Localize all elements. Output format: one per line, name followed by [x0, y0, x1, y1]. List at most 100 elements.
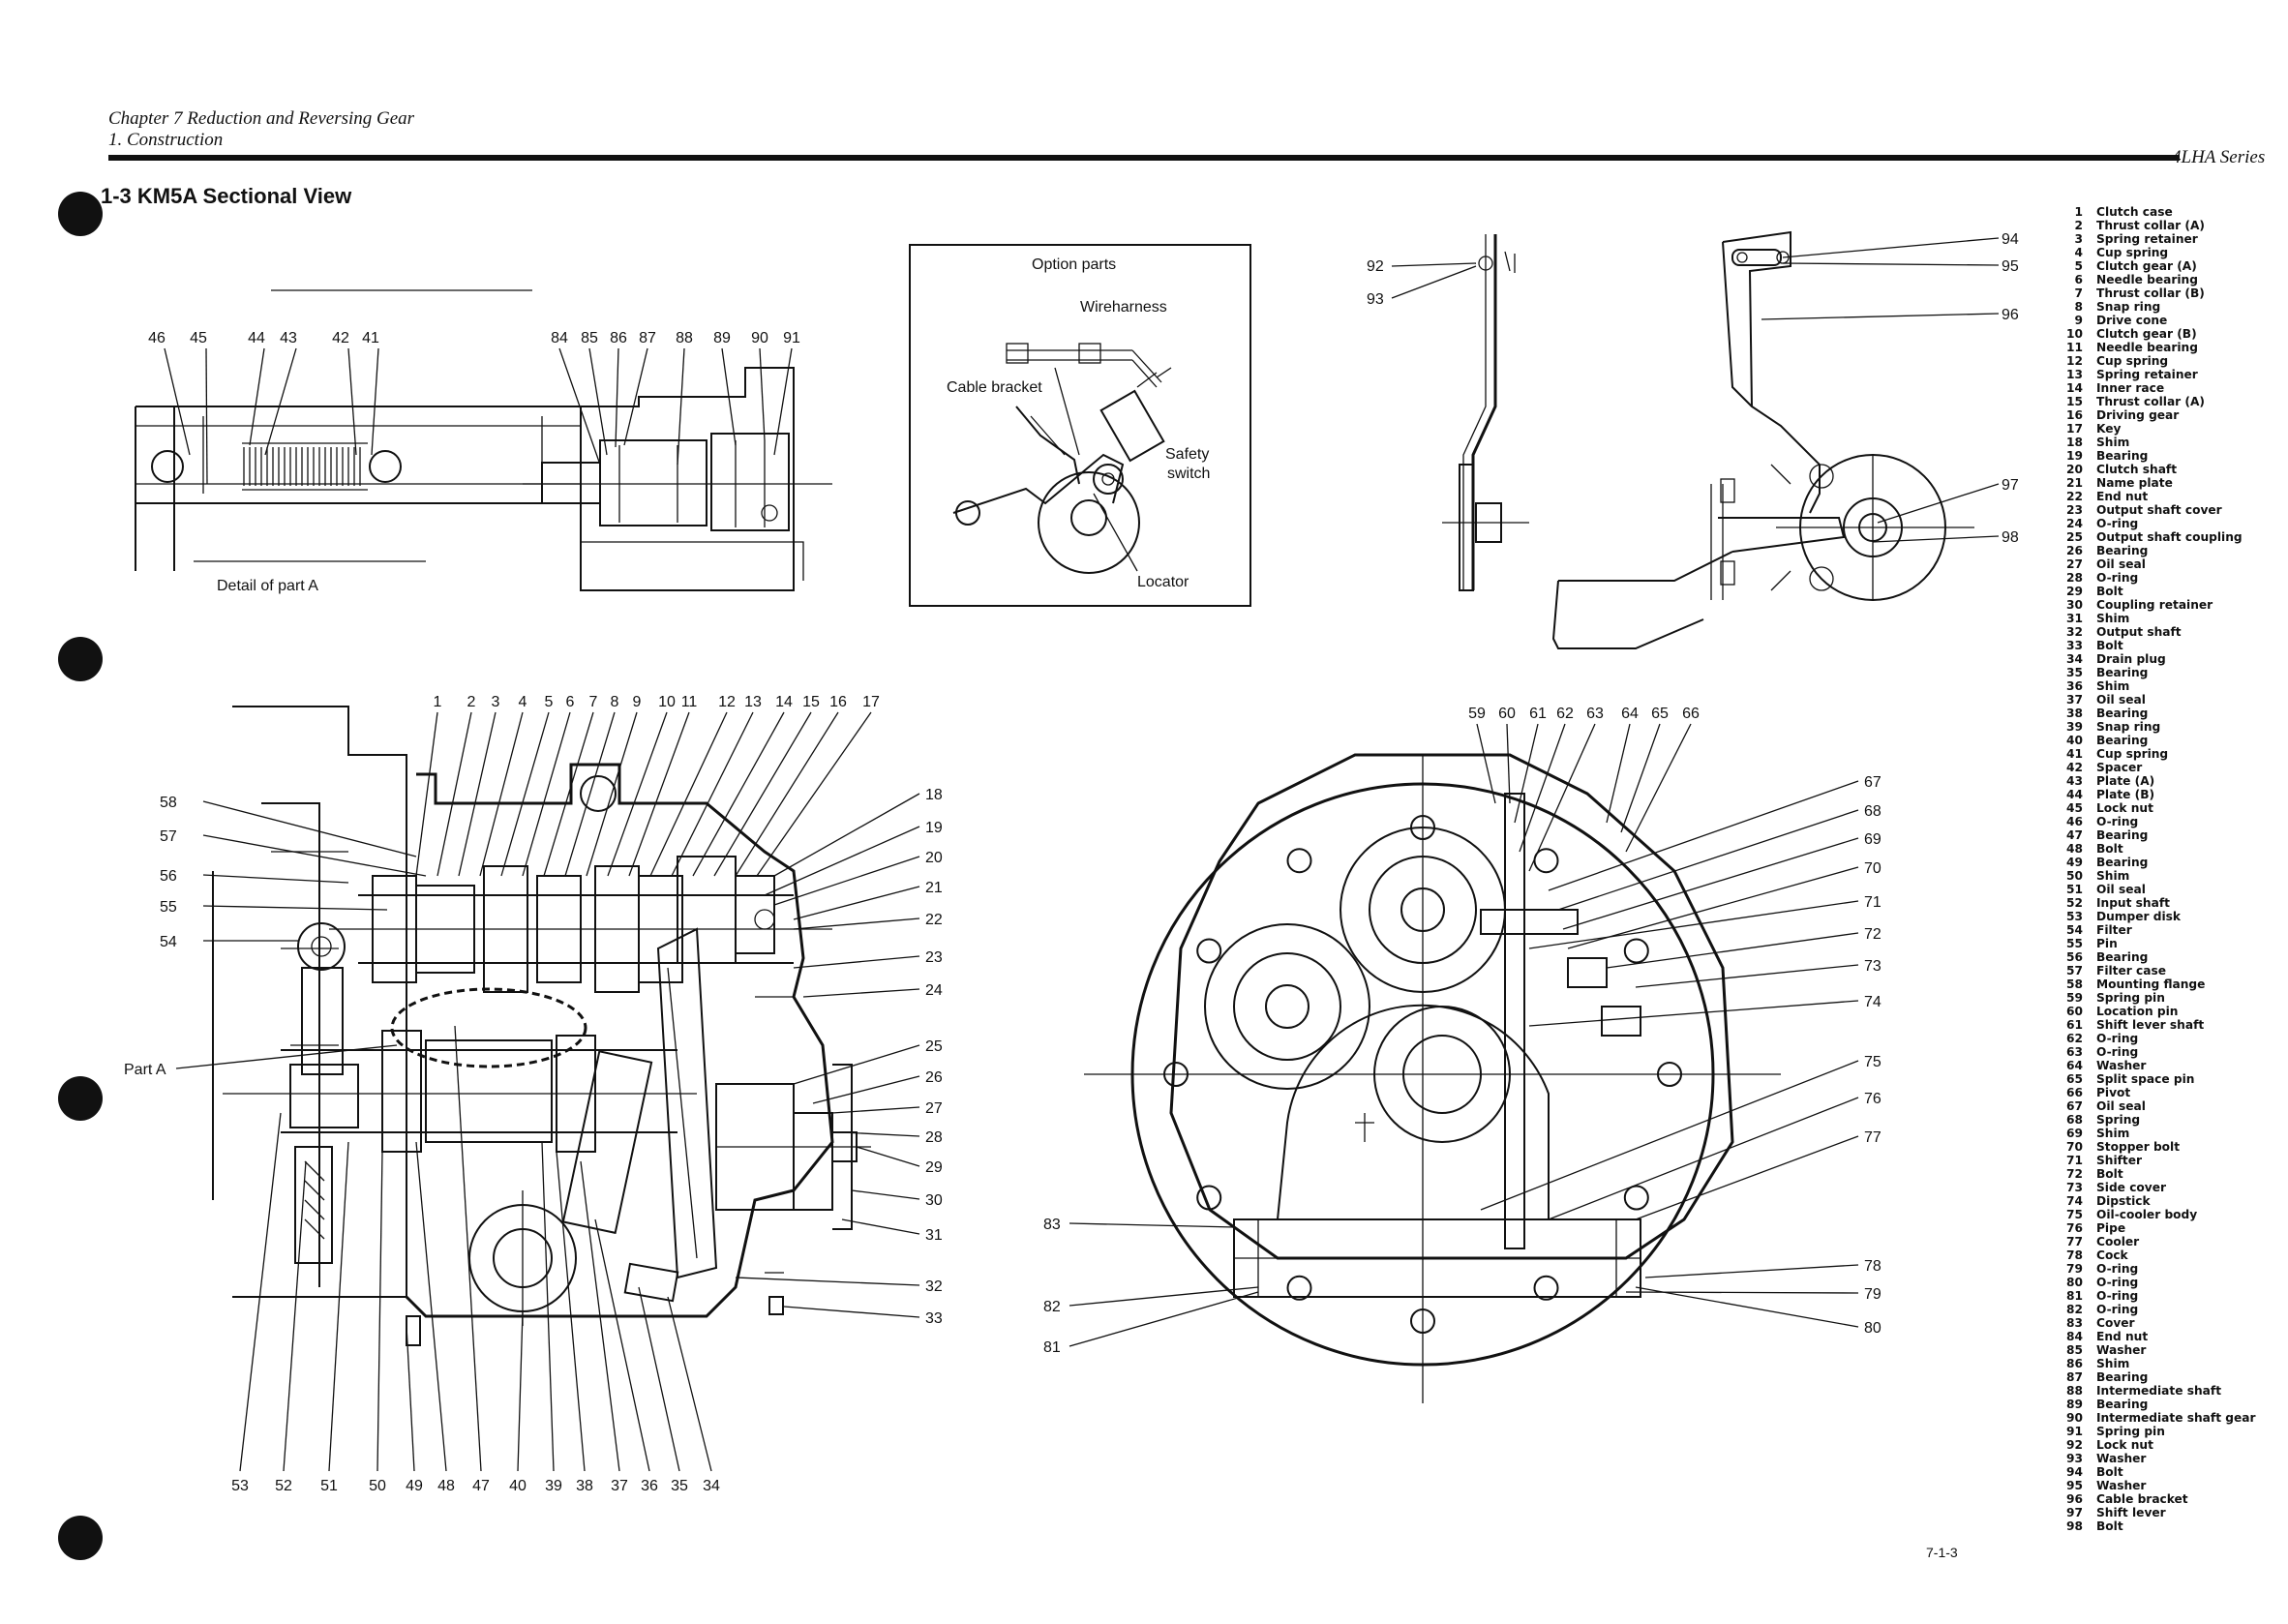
leader-line-33 — [783, 1306, 920, 1318]
leader-line-60 — [1506, 723, 1511, 804]
legend-text: Lock nut — [2096, 1438, 2153, 1452]
legend-number: 1 — [2074, 205, 2083, 219]
callout-34: 34 — [703, 1478, 720, 1494]
legend-text: Bearing — [2096, 734, 2149, 747]
legend-number: 59 — [2066, 991, 2083, 1005]
leader-line-34 — [667, 1296, 712, 1472]
leader-line-83 — [1069, 1222, 1235, 1228]
legend-text: Driving gear — [2096, 408, 2180, 422]
leader-line-74 — [1528, 1000, 1859, 1027]
legend-text: O-ring — [2096, 1303, 2139, 1316]
legend-item: 62 O-ring — [2058, 1032, 2256, 1045]
legend-text: Bolt — [2096, 585, 2123, 598]
leader-line-86 — [615, 347, 619, 448]
legend-text: Washer — [2096, 1059, 2147, 1072]
binder-hole-2 — [58, 637, 103, 681]
legend-text: Output shaft cover — [2096, 503, 2222, 517]
leader-line-9 — [586, 711, 638, 877]
leader-line-78 — [1644, 1264, 1859, 1278]
leader-line-80 — [1635, 1286, 1859, 1328]
legend-text: Filter — [2096, 923, 2132, 937]
legend-text: O-ring — [2096, 1032, 2139, 1045]
leader-line-45 — [205, 347, 208, 485]
leader-line-40 — [517, 1310, 524, 1472]
legend-text: Needle bearing — [2096, 273, 2198, 286]
callout-77: 77 — [1864, 1129, 1882, 1146]
option-parts-title: Option parts — [1032, 256, 1116, 273]
legend-number: 65 — [2066, 1072, 2083, 1086]
callout-30: 30 — [925, 1192, 943, 1209]
legend-number: 25 — [2066, 530, 2083, 544]
section-title: 1-3 KM5A Sectional View — [101, 184, 352, 208]
legend-number: 17 — [2066, 422, 2083, 436]
callout-5: 5 — [545, 694, 554, 710]
callout-27: 27 — [925, 1100, 943, 1117]
legend-text: Plate (B) — [2096, 788, 2155, 801]
leader-line-93 — [1391, 265, 1477, 299]
callout-8: 8 — [611, 694, 619, 710]
leader-line-19 — [764, 826, 920, 896]
legend-text: Shifter — [2096, 1154, 2143, 1167]
leader-line-64 — [1606, 723, 1631, 824]
leader-line-65 — [1620, 723, 1661, 833]
leader-line-97 — [1877, 483, 2000, 524]
legend-number: 35 — [2066, 666, 2083, 679]
legend-text: Clutch gear (A) — [2096, 259, 2197, 273]
leader-line-41 — [371, 347, 379, 456]
legend-number: 60 — [2066, 1005, 2083, 1018]
callout-81: 81 — [1043, 1339, 1061, 1356]
legend-number: 9 — [2074, 314, 2083, 327]
leader-line-48 — [415, 1141, 447, 1472]
legend-text: Dipstick — [2096, 1194, 2151, 1208]
legend-text: Bearing — [2096, 666, 2149, 679]
flange-bolt-hole — [1657, 1062, 1682, 1087]
legend-number: 90 — [2066, 1411, 2083, 1425]
legend-number: 18 — [2066, 436, 2083, 449]
legend-text: Cover — [2096, 1316, 2135, 1330]
callout-10: 10 — [658, 694, 676, 710]
legend-number: 58 — [2066, 977, 2083, 991]
callout-63: 63 — [1586, 706, 1604, 722]
legend-number: 62 — [2066, 1032, 2083, 1045]
legend-number: 30 — [2066, 598, 2083, 612]
legend-text: Side cover — [2096, 1181, 2167, 1194]
legend-text: Pivot — [2096, 1086, 2131, 1099]
callout-93: 93 — [1367, 291, 1384, 308]
legend-text: Split space pin — [2096, 1072, 2195, 1086]
legend-number: 41 — [2066, 747, 2083, 761]
legend-text: O-ring — [2096, 517, 2139, 530]
legend-text: Bearing — [2096, 856, 2149, 869]
leader-line-56 — [202, 874, 349, 884]
legend-text: Inner race — [2096, 381, 2165, 395]
legend-number: 49 — [2066, 856, 2083, 869]
leader-line-89 — [721, 347, 737, 446]
leader-line-42 — [347, 347, 357, 456]
callout-71: 71 — [1864, 894, 1882, 911]
leader-line-8 — [564, 711, 616, 877]
callout-18: 18 — [925, 787, 943, 803]
legend-number: 11 — [2066, 341, 2083, 354]
callout-90: 90 — [751, 330, 768, 346]
leader-line-37 — [580, 1160, 620, 1472]
legend-number: 52 — [2066, 896, 2083, 910]
safety-label: Safety — [1165, 446, 1209, 463]
leader-line-84 — [558, 347, 601, 466]
legend-number: 55 — [2066, 937, 2083, 950]
